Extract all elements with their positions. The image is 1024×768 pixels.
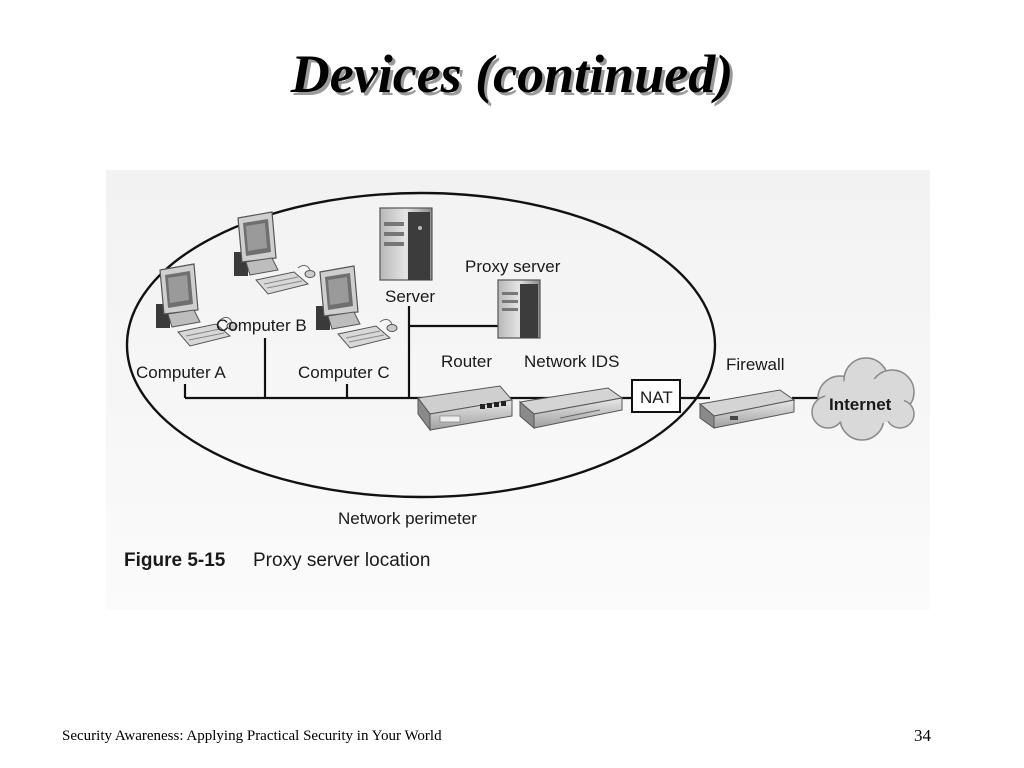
label-server: Server bbox=[385, 287, 435, 306]
nat-box bbox=[631, 379, 681, 413]
firewall-icon bbox=[698, 389, 796, 429]
page-number: 34 bbox=[914, 726, 931, 745]
label-computer-c: Computer C bbox=[298, 363, 390, 382]
server-icon bbox=[497, 279, 541, 339]
router-icon bbox=[417, 385, 513, 432]
cloud-icon bbox=[811, 357, 915, 441]
label-nat: NAT bbox=[640, 388, 673, 407]
ids-device-icon bbox=[518, 387, 624, 430]
figure-number: Figure 5-15 bbox=[124, 550, 226, 571]
label-proxy-server: Proxy server bbox=[465, 257, 561, 276]
label-computer-a: Computer A bbox=[136, 363, 226, 382]
perimeter-ellipse bbox=[125, 191, 717, 499]
slide-title: Devices (continued) bbox=[290, 44, 734, 104]
label-computer-b: Computer B bbox=[216, 316, 307, 335]
label-network-perimeter: Network perimeter bbox=[338, 509, 477, 528]
computer-icon bbox=[233, 211, 316, 295]
figure-caption: Proxy server location bbox=[253, 550, 430, 571]
footer-text: Security Awareness: Applying Practical S… bbox=[62, 728, 442, 744]
label-network-ids: Network IDS bbox=[524, 352, 619, 371]
label-router: Router bbox=[441, 352, 492, 371]
label-internet: Internet bbox=[829, 395, 892, 414]
server-icon bbox=[379, 207, 433, 281]
label-firewall: Firewall bbox=[726, 355, 785, 374]
